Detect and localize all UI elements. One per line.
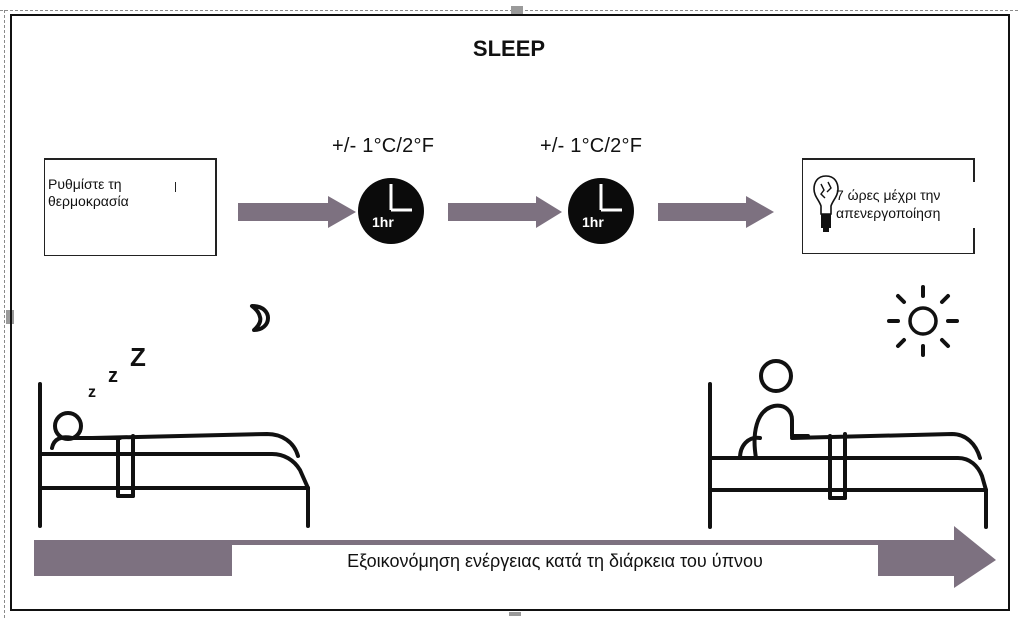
clock-1-label: 1hr [372, 214, 394, 230]
light-bulb-icon [813, 175, 839, 232]
moon-icon [250, 304, 270, 332]
sun-icon [887, 285, 959, 357]
clock-icon [358, 178, 424, 244]
selection-guide-left [4, 10, 5, 618]
waking-person-bed-icon [708, 359, 988, 529]
arrow-2 [448, 196, 562, 228]
temperature-step-2-label: +/- 1°C/2°F [540, 135, 643, 157]
diagram-frame [10, 14, 1010, 611]
clock-icon [568, 178, 634, 244]
clock-2-label: 1hr [582, 214, 604, 230]
sleeping-person-bed-icon [38, 382, 310, 528]
energy-saving-bar-label: Εξοικονόμηση ενέργειας κατά τη διάρκεια … [232, 545, 878, 577]
shutdown-text: 7 ώρες μέχρι την απενεργοποίηση [836, 187, 941, 221]
shutdown-box [802, 158, 975, 254]
arrow-3 [658, 196, 774, 228]
arrow-1 [238, 196, 356, 228]
resize-handle-top[interactable] [511, 6, 523, 14]
zzz-small: z [88, 384, 96, 401]
set-temperature-box [44, 158, 217, 256]
set-temperature-text: Ρυθμίστε τη θερμοκρασία [48, 176, 129, 209]
resize-handle-bottom[interactable] [509, 612, 521, 616]
zzz-large: Z [130, 342, 146, 372]
zzz-medium: z [108, 365, 118, 387]
temperature-step-1-label: +/- 1°C/2°F [332, 135, 435, 157]
diagram-title: SLEEP [472, 36, 546, 61]
selection-guide-top [0, 10, 1018, 11]
